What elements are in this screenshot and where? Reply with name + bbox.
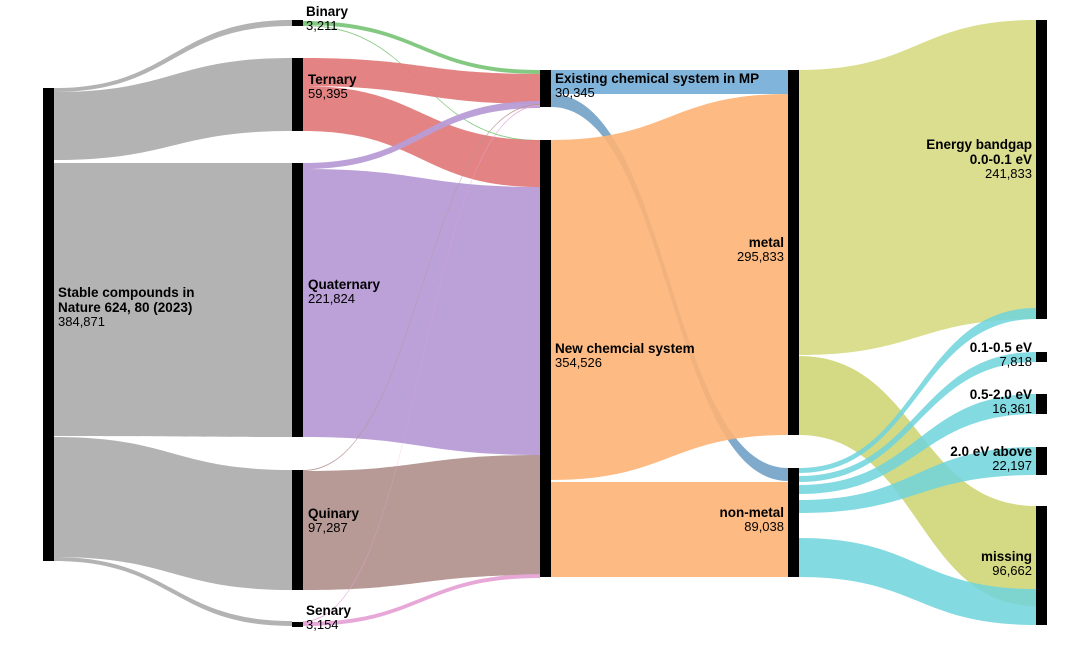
node-bar-new [540, 140, 551, 577]
node-label-bg00: Energy bandgap [926, 137, 1032, 152]
node-bar-ternary [292, 58, 303, 131]
node-label-stable: Stable compounds in [58, 285, 195, 300]
link-stable-to-binary [54, 20, 292, 92]
node-value-binary: 3,211 [306, 18, 338, 33]
node-label-existing: Existing chemical system in MP [555, 71, 759, 86]
link-new-to-metal [551, 94, 788, 480]
node-label-quaternary: Quaternary [308, 277, 381, 292]
link-binary-to-existing [303, 21, 540, 74]
link-metal-to-bg00 [799, 20, 1036, 355]
link-ternary-to-existing [303, 58, 540, 104]
node-bar-stable [43, 88, 54, 561]
link-stable-to-senary [54, 557, 292, 626]
node-value-existing: 30,345 [555, 85, 595, 100]
node-label-quinary: Quinary [308, 506, 360, 521]
node-label-senary: Senary [306, 603, 352, 618]
node-label-missing: missing [981, 549, 1032, 564]
link-nonmetal-to-bg05 [799, 394, 1036, 494]
link-quinary-to-existing [303, 104, 540, 471]
node-bar-quaternary [292, 163, 303, 437]
link-stable-to-quaternary [54, 163, 292, 437]
link-quaternary-to-new [303, 169, 540, 455]
link-new-to-nonmetal [551, 482, 788, 577]
node-bar-quinary [292, 470, 303, 590]
link-senary-to-new [303, 574, 540, 626]
node-value-nonmetal: 89,038 [744, 519, 784, 534]
link-quaternary-to-existing [303, 101, 540, 169]
links-layer [54, 20, 1036, 626]
node-bar-binary [292, 20, 303, 26]
node-label-metal: metal [749, 235, 784, 250]
node-value-quinary: 97,287 [308, 520, 348, 535]
node-label-bg00: 0.0-0.1 eV [970, 152, 1032, 167]
node-label-binary: Binary [306, 4, 349, 19]
node-label-bg05: 0.5-2.0 eV [970, 387, 1032, 402]
node-bar-nonmetal [788, 468, 799, 577]
node-bar-bg20 [1036, 447, 1047, 475]
node-label-nonmetal: non-metal [719, 505, 784, 520]
node-bar-bg05 [1036, 394, 1047, 414]
link-nonmetal-to-bg20 [799, 447, 1036, 513]
node-bar-bg00 [1036, 20, 1047, 319]
node-bar-metal [788, 70, 799, 435]
node-bar-bg01 [1036, 352, 1047, 362]
link-nonmetal-to-bg00 [799, 308, 1036, 473]
node-label-stable: Nature 624, 80 (2023) [58, 300, 192, 315]
node-label-bg01: 0.1-0.5 eV [970, 340, 1032, 355]
node-value-bg05: 16,361 [992, 401, 1032, 416]
link-nonmetal-to-missing [799, 538, 1036, 625]
node-bar-missing [1036, 506, 1047, 625]
link-senary-to-existing [303, 105, 540, 622]
node-value-missing: 96,662 [992, 563, 1032, 578]
link-existing-to-metal [551, 70, 788, 94]
node-value-bg00: 241,833 [985, 166, 1032, 181]
node-value-quaternary: 221,824 [308, 291, 355, 306]
node-bar-senary [292, 622, 303, 627]
node-label-new: New chemcial system [555, 341, 695, 356]
node-value-metal: 295,833 [737, 249, 784, 264]
node-value-ternary: 59,395 [308, 86, 348, 101]
link-stable-to-ternary [54, 58, 292, 160]
nodes-layer [43, 20, 1047, 627]
node-value-bg01: 7,818 [999, 354, 1032, 369]
link-nonmetal-to-bg01 [799, 352, 1036, 482]
node-value-new: 354,526 [555, 355, 602, 370]
node-value-senary: 3,154 [306, 617, 339, 632]
node-value-stable: 384,871 [58, 314, 105, 329]
link-stable-to-quinary [54, 437, 292, 590]
node-label-bg20: 2.0 eV above [950, 444, 1032, 459]
node-label-ternary: Ternary [308, 72, 357, 87]
node-value-bg20: 22,197 [992, 458, 1032, 473]
node-bar-existing [540, 70, 551, 107]
link-quinary-to-new [303, 455, 540, 590]
